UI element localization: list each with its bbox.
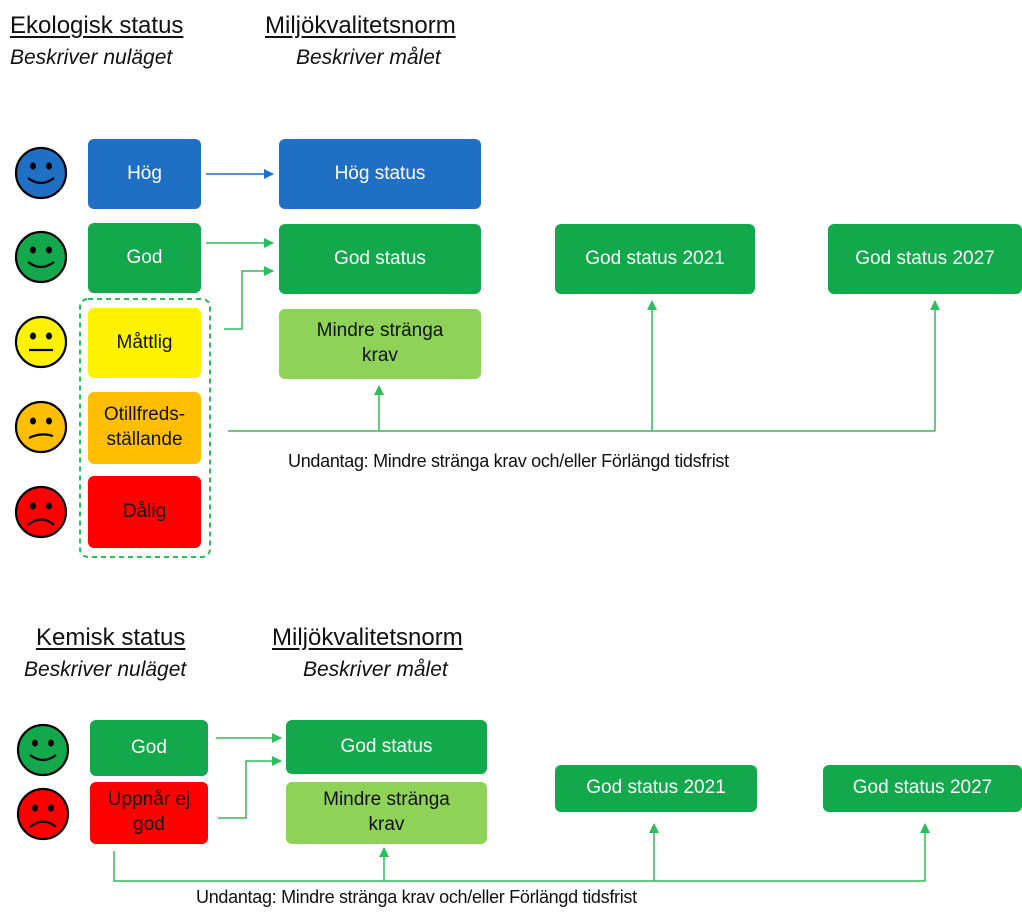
status-dalig-box: Dålig (88, 476, 201, 548)
status-hog-box: Hög (88, 139, 201, 209)
chemical-status-heading: Kemisk status (36, 624, 186, 651)
environmental-norm-heading-top: Miljökvalitetsnorm (265, 12, 456, 39)
chem-target-god-status-2021-box: God status 2021 (555, 765, 757, 812)
arrow-uppnar-to-god-status (218, 756, 282, 819)
target-hog-status-box: Hög status (279, 139, 481, 209)
neutral-face-yellow-icon (14, 315, 68, 369)
status-mattlig-box: Måttlig (88, 308, 201, 378)
environmental-norm-subheading-top: Beskriver målet (296, 46, 441, 69)
chem-target-god-status-box: God status (286, 720, 487, 774)
target-god-status-box: God status (279, 224, 481, 294)
status-otillfredsstallande-box: Otillfreds- ställande (88, 392, 201, 464)
sad-face-red-icon (14, 485, 68, 539)
ecological-status-heading: Ekologisk status (10, 12, 184, 39)
happy-face-blue-icon (14, 146, 68, 200)
target-mindre-krav-box: Mindre stränga krav (279, 309, 481, 379)
happy-face-green-bottom-icon (16, 723, 70, 777)
target-god-status-2027-box: God status 2027 (828, 224, 1022, 294)
environmental-norm-subheading-bottom: Beskriver målet (303, 658, 448, 681)
happy-face-green-icon (14, 230, 68, 284)
sad-face-orange-icon (14, 400, 68, 454)
chemical-status-subheading: Beskriver nuläget (24, 658, 187, 681)
target-god-status-2021-box: God status 2021 (555, 224, 755, 294)
ecological-status-subheading: Beskriver nuläget (10, 46, 173, 69)
chem-target-mindre-krav-box: Mindre stränga krav (286, 782, 487, 844)
status-god-box: God (88, 223, 201, 293)
exception-line-bottom (113, 823, 930, 882)
sad-face-red-bottom-icon (16, 787, 70, 841)
arrow-mattlig-to-god-status (224, 266, 274, 330)
chem-status-god-box: God (90, 720, 208, 776)
chem-status-uppnar-ej-god-box: Uppnår ej god (90, 782, 208, 844)
exception-note-bottom: Undantag: Mindre stränga krav och/eller … (196, 887, 637, 907)
environmental-norm-heading-bottom: Miljökvalitetsnorm (272, 624, 463, 651)
poor-status-group-outline (79, 298, 211, 558)
chem-target-god-status-2027-box: God status 2027 (823, 765, 1022, 812)
exception-note-top: Undantag: Mindre stränga krav och/eller … (288, 451, 729, 471)
